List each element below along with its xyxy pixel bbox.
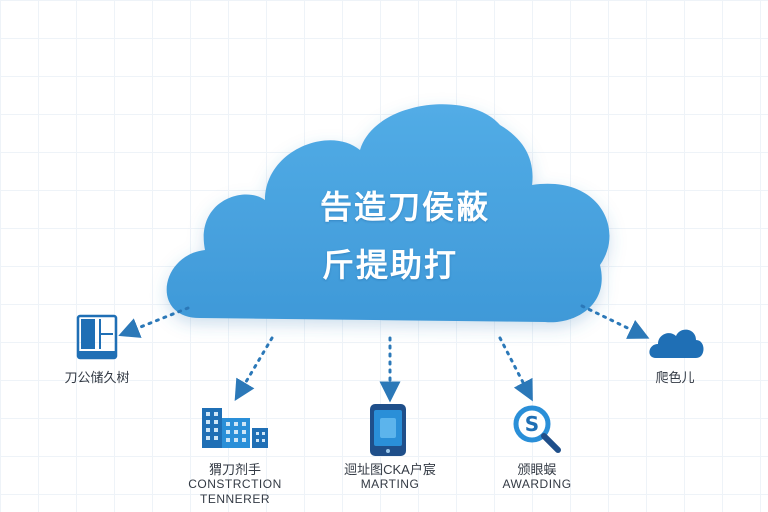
buildings-label-sub2: TENNERER <box>199 492 270 506</box>
right-cloud-label: 爬色儿 <box>655 370 695 385</box>
search-label-main: 颁眼蜈 <box>517 462 557 477</box>
buildings-label-sub1: CONSTRCTION <box>188 477 282 491</box>
arrow-to-left-server <box>118 306 190 338</box>
tablet-label-main: 迴址图CKA户宸 <box>344 462 436 477</box>
tablet-label: 迴址图CKA户宸 MARTING <box>335 462 445 492</box>
small-cloud-icon <box>649 329 704 358</box>
arrow-to-right-cloud <box>580 304 650 339</box>
connector-arrows <box>118 304 650 403</box>
buildings-label-main: 猬刀剂手 <box>208 462 261 477</box>
search-magnifier-icon: S <box>513 405 561 453</box>
svg-text:S: S <box>525 412 539 436</box>
arrow-to-buildings <box>234 336 274 402</box>
left-server-label: 刀公储久树 <box>64 370 130 385</box>
tablet-label-sub1: MARTING <box>360 477 420 491</box>
main-cloud <box>166 104 610 323</box>
buildings-label: 猬刀剂手 CONSTRCTION TENNERER <box>180 462 290 507</box>
cloud-title-line-1: 告造刀侯蔽 <box>319 188 490 226</box>
buildings-icon <box>202 408 268 448</box>
search-label: 颁眼蜈 AWARDING <box>487 462 587 492</box>
server-rack-icon <box>76 314 118 360</box>
search-label-sub1: AWARDING <box>502 477 572 491</box>
tablet-icon <box>370 404 406 456</box>
arrow-to-search <box>498 336 533 402</box>
cloud-title-line-2: 斤提助打 <box>321 246 458 284</box>
